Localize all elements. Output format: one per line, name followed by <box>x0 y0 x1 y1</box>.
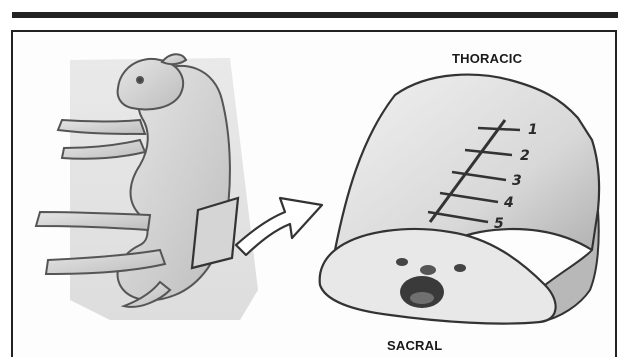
segment-number-5: 5 <box>494 216 504 232</box>
segment-number-1: 1 <box>528 122 538 138</box>
spinal-segment-icon <box>320 75 599 324</box>
segment-number-3: 3 <box>512 173 522 189</box>
lamb-sketch-icon <box>36 54 238 307</box>
segment-number-4: 4 <box>503 195 514 211</box>
label-thoracic: THORACIC <box>452 51 522 66</box>
label-sacral: SACRAL <box>387 338 442 353</box>
segment-number-2: 2 <box>520 148 530 164</box>
